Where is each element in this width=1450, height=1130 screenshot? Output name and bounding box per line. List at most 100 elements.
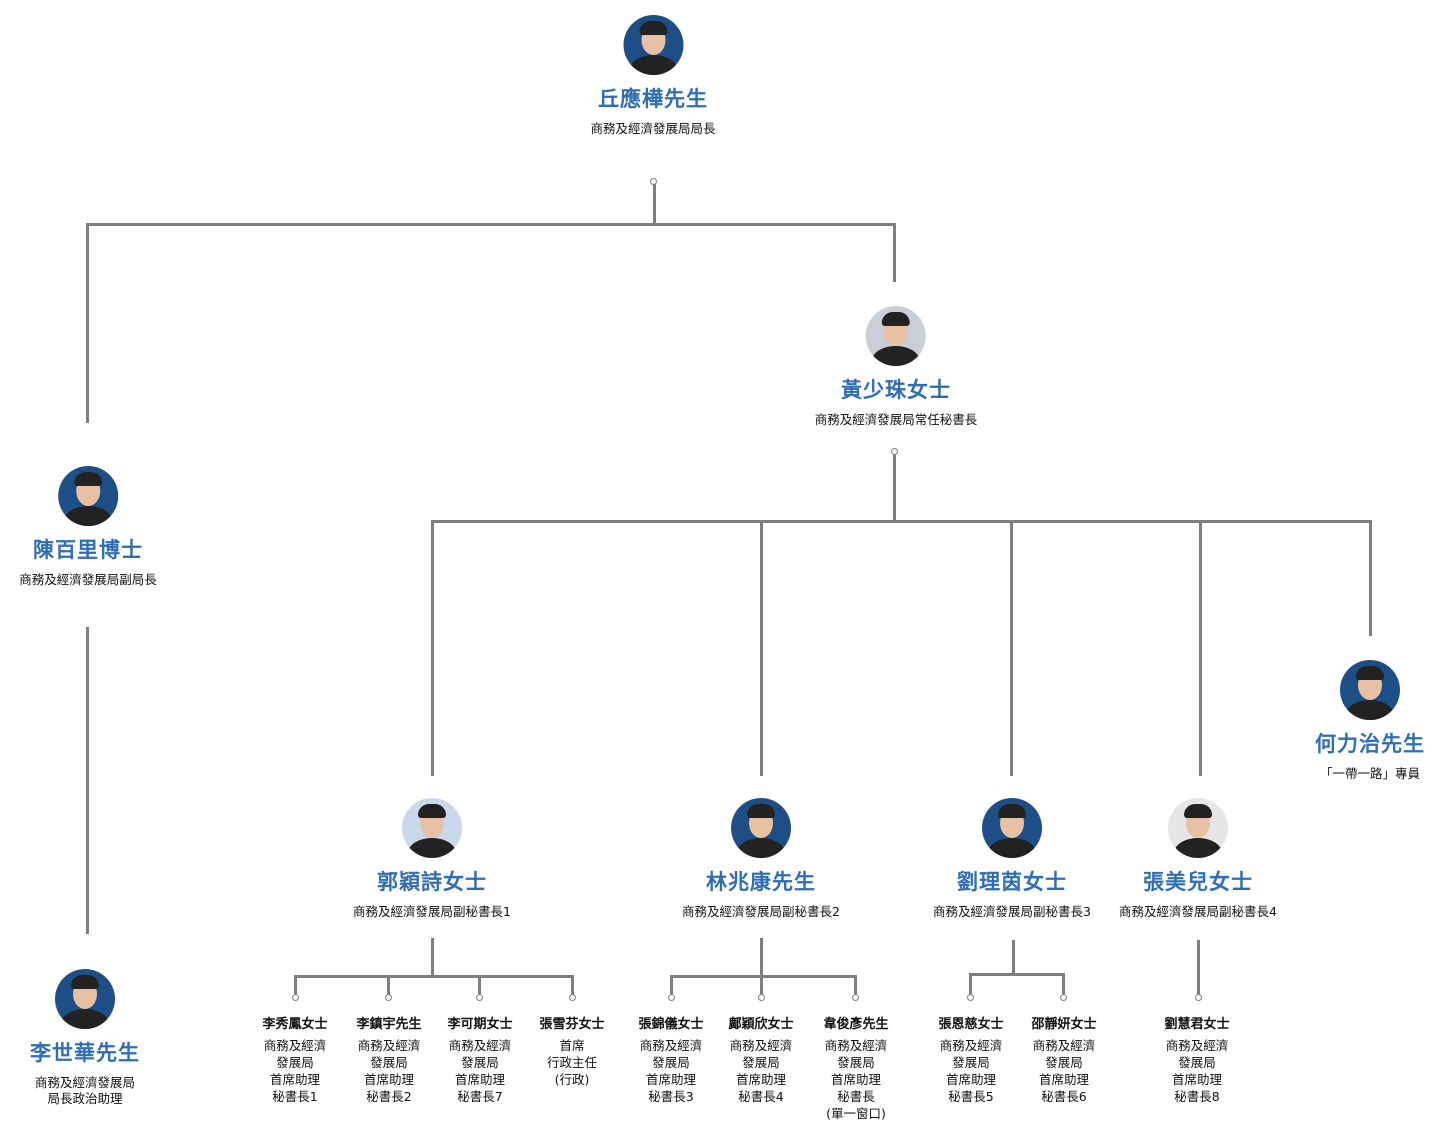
staff-title: 商務及經濟發展局首席助理秘書長1	[262, 1037, 327, 1105]
title-line: 發展局	[742, 1055, 780, 1070]
connector-line	[1199, 520, 1202, 776]
title-line: 商務及經濟發展局副秘書長3	[933, 904, 1091, 919]
staff-node: 李可期女士商務及經濟發展局首席助理秘書長7	[447, 1013, 512, 1105]
connector-line	[760, 938, 763, 976]
staff-node: 李鎮宇先生商務及經濟發展局首席助理秘書長2	[356, 1013, 421, 1105]
title-line: 商務及經濟	[639, 1038, 703, 1053]
title-line: 首席助理	[1038, 1072, 1090, 1087]
title-line: (單一窗口)	[826, 1106, 886, 1121]
connector-dot	[292, 994, 299, 1001]
person-name: 林兆康先生	[706, 870, 816, 894]
connector-line	[969, 973, 1065, 976]
title-line: 首席助理	[454, 1072, 506, 1087]
staff-name: 張恩慈女士	[938, 1017, 1004, 1032]
connector-line	[86, 627, 89, 934]
title-line: 商務及經濟	[824, 1038, 888, 1053]
staff-title: 商務及經濟發展局首席助理秘書長2	[356, 1037, 421, 1105]
title-line: 發展局	[952, 1055, 990, 1070]
person-name: 黃少珠女士	[840, 378, 951, 402]
org-node-secretary: 丘應樺先生商務及經濟發展局局長	[590, 15, 716, 137]
avatar	[402, 798, 462, 858]
connector-line	[431, 938, 434, 976]
person-title: 商務及經濟發展局副秘書長1	[353, 904, 511, 920]
staff-title: 商務及經濟發展局首席助理秘書長5	[938, 1037, 1003, 1105]
staff-name: 李鎮宇先生	[356, 1017, 422, 1032]
connector-line	[760, 975, 763, 995]
title-line: 商務及經濟	[357, 1038, 421, 1053]
staff-node: 李秀鳳女士商務及經濟發展局首席助理秘書長1	[262, 1013, 327, 1105]
staff-name: 張錦儀女士	[638, 1017, 704, 1032]
avatar	[622, 15, 683, 75]
title-line: 秘書長4	[738, 1089, 784, 1104]
title-line: 秘書長8	[1174, 1089, 1220, 1104]
title-line: 秘書長3	[648, 1089, 694, 1104]
connector-line	[1010, 520, 1013, 776]
title-line: 商務及經濟	[1032, 1038, 1096, 1053]
staff-title: 首席行政主任 (行政)	[539, 1037, 604, 1088]
staff-name: 鄺穎欣女士	[728, 1017, 794, 1032]
person-name: 陳百里博士	[32, 538, 143, 562]
title-line: 秘書長	[837, 1089, 875, 1104]
title-line: 首席	[559, 1038, 585, 1053]
connector-line	[653, 184, 656, 224]
org-node-dps2: 林兆康先生商務及經濟發展局副秘書長2	[682, 798, 840, 920]
staff-title: 商務及經濟發展局首席助理秘書長7	[447, 1037, 512, 1105]
title-line: 商務及經濟發展局局長	[590, 121, 716, 136]
title-line: 商務及經濟發展局常任秘書長	[814, 412, 978, 427]
staff-node: 邵靜妍女士商務及經濟發展局首席助理秘書長6	[1031, 1013, 1096, 1105]
org-node-dps3: 劉理茵女士商務及經濟發展局副秘書長3	[933, 798, 1091, 920]
person-name: 丘應樺先生	[597, 87, 708, 111]
connector-line	[854, 975, 857, 995]
connector-dot	[668, 994, 675, 1001]
connector-dot	[852, 994, 859, 1001]
connector-line	[478, 975, 481, 995]
title-line: 發展局	[1178, 1055, 1216, 1070]
title-line: 行政主任	[546, 1055, 598, 1070]
person-name: 郭穎詩女士	[377, 870, 487, 894]
title-line: 發展局	[370, 1055, 408, 1070]
connector-line	[387, 975, 390, 995]
title-line: 發展局	[461, 1055, 499, 1070]
connector-line	[760, 520, 763, 776]
staff-title: 商務及經濟發展局首席助理秘書長3	[638, 1037, 703, 1105]
person-title: 商務及經濟發展局副局長	[19, 572, 157, 588]
title-line: 商務及經濟	[448, 1038, 512, 1053]
title-line: 首席助理	[1171, 1072, 1223, 1087]
avatar	[1340, 660, 1400, 720]
person-name: 李世華先生	[30, 1041, 140, 1065]
title-line: (行政)	[554, 1072, 590, 1087]
title-line: 首席助理	[830, 1072, 882, 1087]
title-line: 商務及經濟	[939, 1038, 1003, 1053]
connector-line	[87, 223, 895, 226]
title-line: 局長政治助理	[47, 1091, 123, 1106]
staff-name: 張雪芬女士	[539, 1017, 605, 1032]
connector-line	[1062, 973, 1065, 995]
title-line: 首席助理	[945, 1072, 997, 1087]
title-line: 商務及經濟發展局副秘書長4	[1119, 904, 1277, 919]
connector-line	[431, 520, 1372, 523]
connector-dot	[569, 994, 576, 1001]
connector-line	[670, 975, 857, 978]
staff-node: 張錦儀女士商務及經濟發展局首席助理秘書長3	[638, 1013, 703, 1105]
connector-line	[893, 223, 896, 282]
org-node-belt-road: 何力治先生「一帶一路」專員	[1315, 660, 1425, 782]
person-name: 劉理茵女士	[957, 870, 1067, 894]
title-line: 商務及經濟	[1165, 1038, 1229, 1053]
connector-line	[1369, 520, 1372, 636]
title-line: 秘書長2	[366, 1089, 412, 1104]
staff-title: 商務及經濟發展局首席助理秘書長6	[1031, 1037, 1096, 1105]
connector-dot	[385, 994, 392, 1001]
connector-line	[571, 975, 574, 995]
connector-line	[969, 973, 972, 995]
avatar	[57, 466, 118, 526]
avatar	[982, 798, 1042, 858]
org-node-under-sec: 陳百里博士商務及經濟發展局副局長	[19, 466, 157, 588]
person-name: 何力治先生	[1315, 732, 1425, 756]
connector-dot	[891, 448, 898, 455]
person-title: 商務及經濟發展局副秘書長3	[933, 904, 1091, 920]
person-title: 商務及經濟發展局副秘書長2	[682, 904, 840, 920]
person-name: 張美兒女士	[1143, 870, 1253, 894]
title-line: 發展局	[1045, 1055, 1083, 1070]
staff-name: 邵靜妍女士	[1031, 1017, 1097, 1032]
title-line: 秘書長1	[272, 1089, 318, 1104]
